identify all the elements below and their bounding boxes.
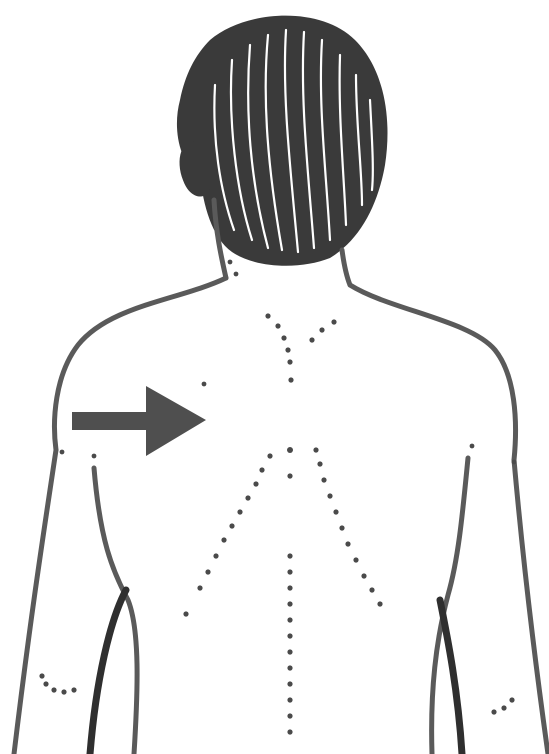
- spine-line: [287, 447, 293, 735]
- hair: [177, 16, 388, 266]
- neck-right: [342, 250, 350, 285]
- collarbone-ridge-left: [265, 313, 293, 382]
- head: [177, 16, 388, 266]
- torso-side-right: [440, 600, 462, 754]
- shoulder-blade-line-left: [183, 453, 272, 616]
- elbow-line-left: [39, 673, 76, 694]
- collarbone-ridge-right: [309, 319, 336, 342]
- right-arrow-icon: [72, 386, 206, 456]
- arm-outer-left: [14, 450, 56, 754]
- shoulder-right: [350, 285, 516, 460]
- shoulder-blade-line-right: [313, 447, 382, 606]
- arm-outer-right: [514, 460, 548, 754]
- arm-inner-right: [432, 458, 468, 754]
- elbow-line-right: [491, 697, 514, 714]
- torso-side-left: [90, 590, 126, 754]
- torso-outline: [14, 200, 548, 754]
